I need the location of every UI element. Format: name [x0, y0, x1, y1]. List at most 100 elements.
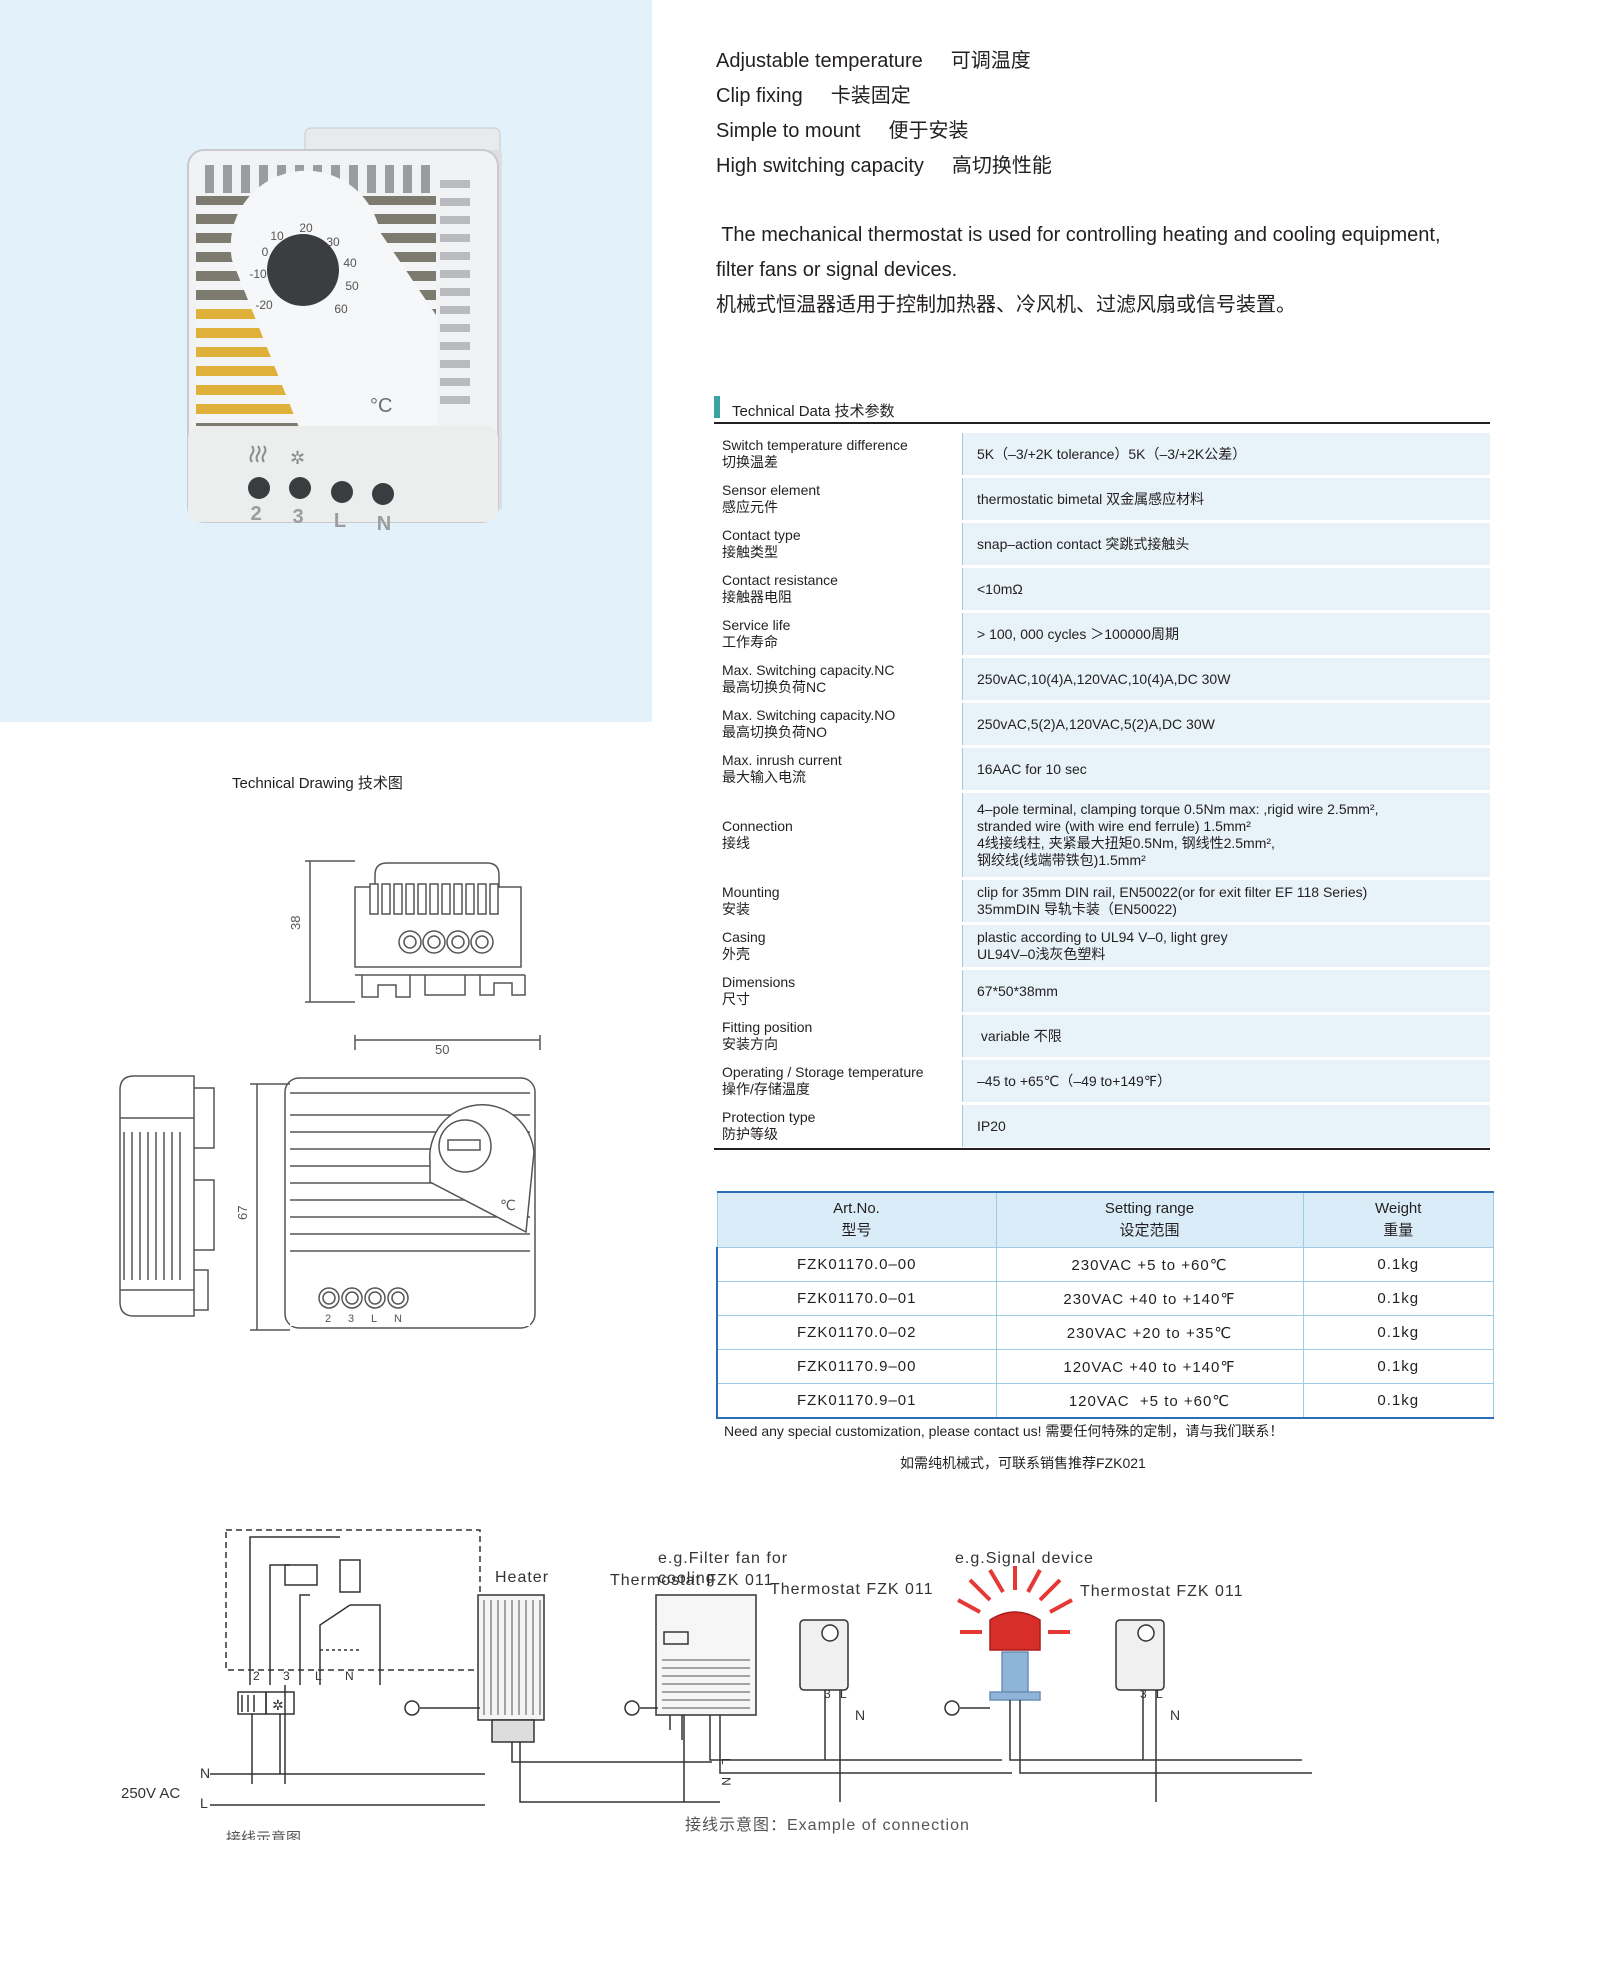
svg-text:250V AC: 250V AC: [121, 1785, 180, 1802]
svg-text:L: L: [371, 1313, 377, 1325]
svg-text:Thermostat FZK 011: Thermostat FZK 011: [610, 1572, 774, 1589]
side-view-drawing: [119, 1075, 215, 1317]
svg-text:3: 3: [348, 1313, 354, 1325]
svg-text:-20: -20: [255, 298, 273, 312]
wiring-schematic: ✲ 2 3 L N N L 250V AC 接线示意图: [121, 1529, 485, 1840]
svg-text:10: 10: [270, 229, 284, 243]
svg-text:Thermostat FZK 011: Thermostat FZK 011: [770, 1581, 934, 1598]
svg-text:N: N: [377, 513, 391, 535]
svg-text:3: 3: [824, 1687, 831, 1701]
top-view-drawing: 38: [288, 860, 526, 1003]
svg-text:e.g.Filter fan for: e.g.Filter fan for: [658, 1550, 788, 1567]
svg-text:67: 67: [235, 1206, 250, 1220]
svg-text:接线示意图: 接线示意图: [226, 1829, 301, 1840]
fan-symbol-icon: ✲: [290, 448, 305, 468]
technical-data-title: Technical Data 技术参数: [732, 403, 895, 420]
svg-text:L: L: [1156, 1687, 1163, 1701]
svg-text:Heater: Heater: [495, 1569, 549, 1586]
intro-en-line2: filter fans or signal devices.: [716, 259, 958, 281]
intro-zh: 机械式恒温器适用于控制加热器、冷风机、过滤风扇或信号装置。: [716, 294, 1296, 316]
svg-text:L: L: [719, 1758, 733, 1765]
svg-text:30: 30: [326, 235, 340, 249]
svg-text:N: N: [200, 1765, 210, 1781]
dial-knob: [267, 234, 339, 306]
svg-text:0: 0: [262, 245, 269, 259]
product-photo-panel: -20 -10 0 10 20 30 40 50 60 °C ✲ 2 3 L N: [0, 0, 652, 722]
svg-text:50: 50: [345, 279, 359, 293]
section-marker: [714, 396, 720, 418]
svg-text:3: 3: [1140, 1687, 1147, 1701]
svg-text:L: L: [334, 510, 346, 532]
technical-data-header: Technical Data 技术参数: [714, 394, 1490, 424]
svg-text:N: N: [345, 1669, 354, 1683]
svg-text:✲: ✲: [272, 1697, 284, 1713]
svg-text:L: L: [200, 1795, 208, 1811]
dial-scale: -20 -10 0 10 20 30 40 50 60: [249, 221, 359, 316]
svg-text:N: N: [1170, 1707, 1180, 1723]
svg-text:3: 3: [292, 506, 303, 528]
svg-text:N: N: [719, 1777, 733, 1786]
svg-text:3: 3: [283, 1669, 290, 1683]
signal-device-example: e.g.Signal device Thermostat FZK 011 3 L…: [944, 1550, 1312, 1802]
svg-text:N: N: [394, 1313, 402, 1325]
svg-text:L: L: [315, 1669, 322, 1683]
technical-drawing: 38 50 67 ℃ 2 3 L N: [119, 860, 541, 1331]
svg-text:cooling: cooling: [658, 1570, 716, 1587]
heater-symbol-icon: [249, 445, 267, 463]
svg-text:2: 2: [250, 503, 261, 525]
svg-text:2: 2: [253, 1669, 260, 1683]
svg-text:40: 40: [343, 256, 357, 270]
wiring-diagrams: ✲ 2 3 L N N L 250V AC 接线示意图 Heater Therm…: [121, 1529, 1312, 1840]
svg-text:2: 2: [325, 1313, 331, 1325]
customization-note: Need any special customization, please c…: [724, 1423, 1284, 1439]
recommendation-note: 如需纯机械式，可联系销售推荐FZK021: [900, 1455, 1146, 1471]
thermostat-product-image: -20 -10 0 10 20 30 40 50 60 °C ✲ 2 3 L N: [187, 127, 502, 535]
svg-text:50: 50: [435, 1042, 449, 1057]
fan-example: e.g.Filter fan for cooling Thermostat FZ…: [624, 1550, 1012, 1802]
celsius-mark: °C: [370, 395, 392, 417]
svg-text:38: 38: [288, 916, 303, 930]
svg-text:-10: -10: [249, 267, 267, 281]
svg-text:60: 60: [334, 302, 348, 316]
column-header: Art.No.型号: [716, 1191, 997, 1248]
svg-text:Thermostat FZK 011: Thermostat FZK 011: [1080, 1583, 1244, 1600]
table-bottom-rule: [714, 1148, 1490, 1150]
svg-text:℃: ℃: [500, 1197, 516, 1213]
svg-text:e.g.Signal device: e.g.Signal device: [955, 1550, 1094, 1567]
technical-drawing-title: Technical Drawing 技术图: [232, 775, 403, 792]
front-view-drawing: 50 67 ℃ 2 3 L N: [235, 1035, 541, 1331]
svg-text:20: 20: [299, 221, 313, 235]
svg-text:L: L: [840, 1687, 847, 1701]
svg-text:N: N: [855, 1707, 865, 1723]
intro-text: The mechanical thermostat is used for co…: [716, 218, 1516, 323]
